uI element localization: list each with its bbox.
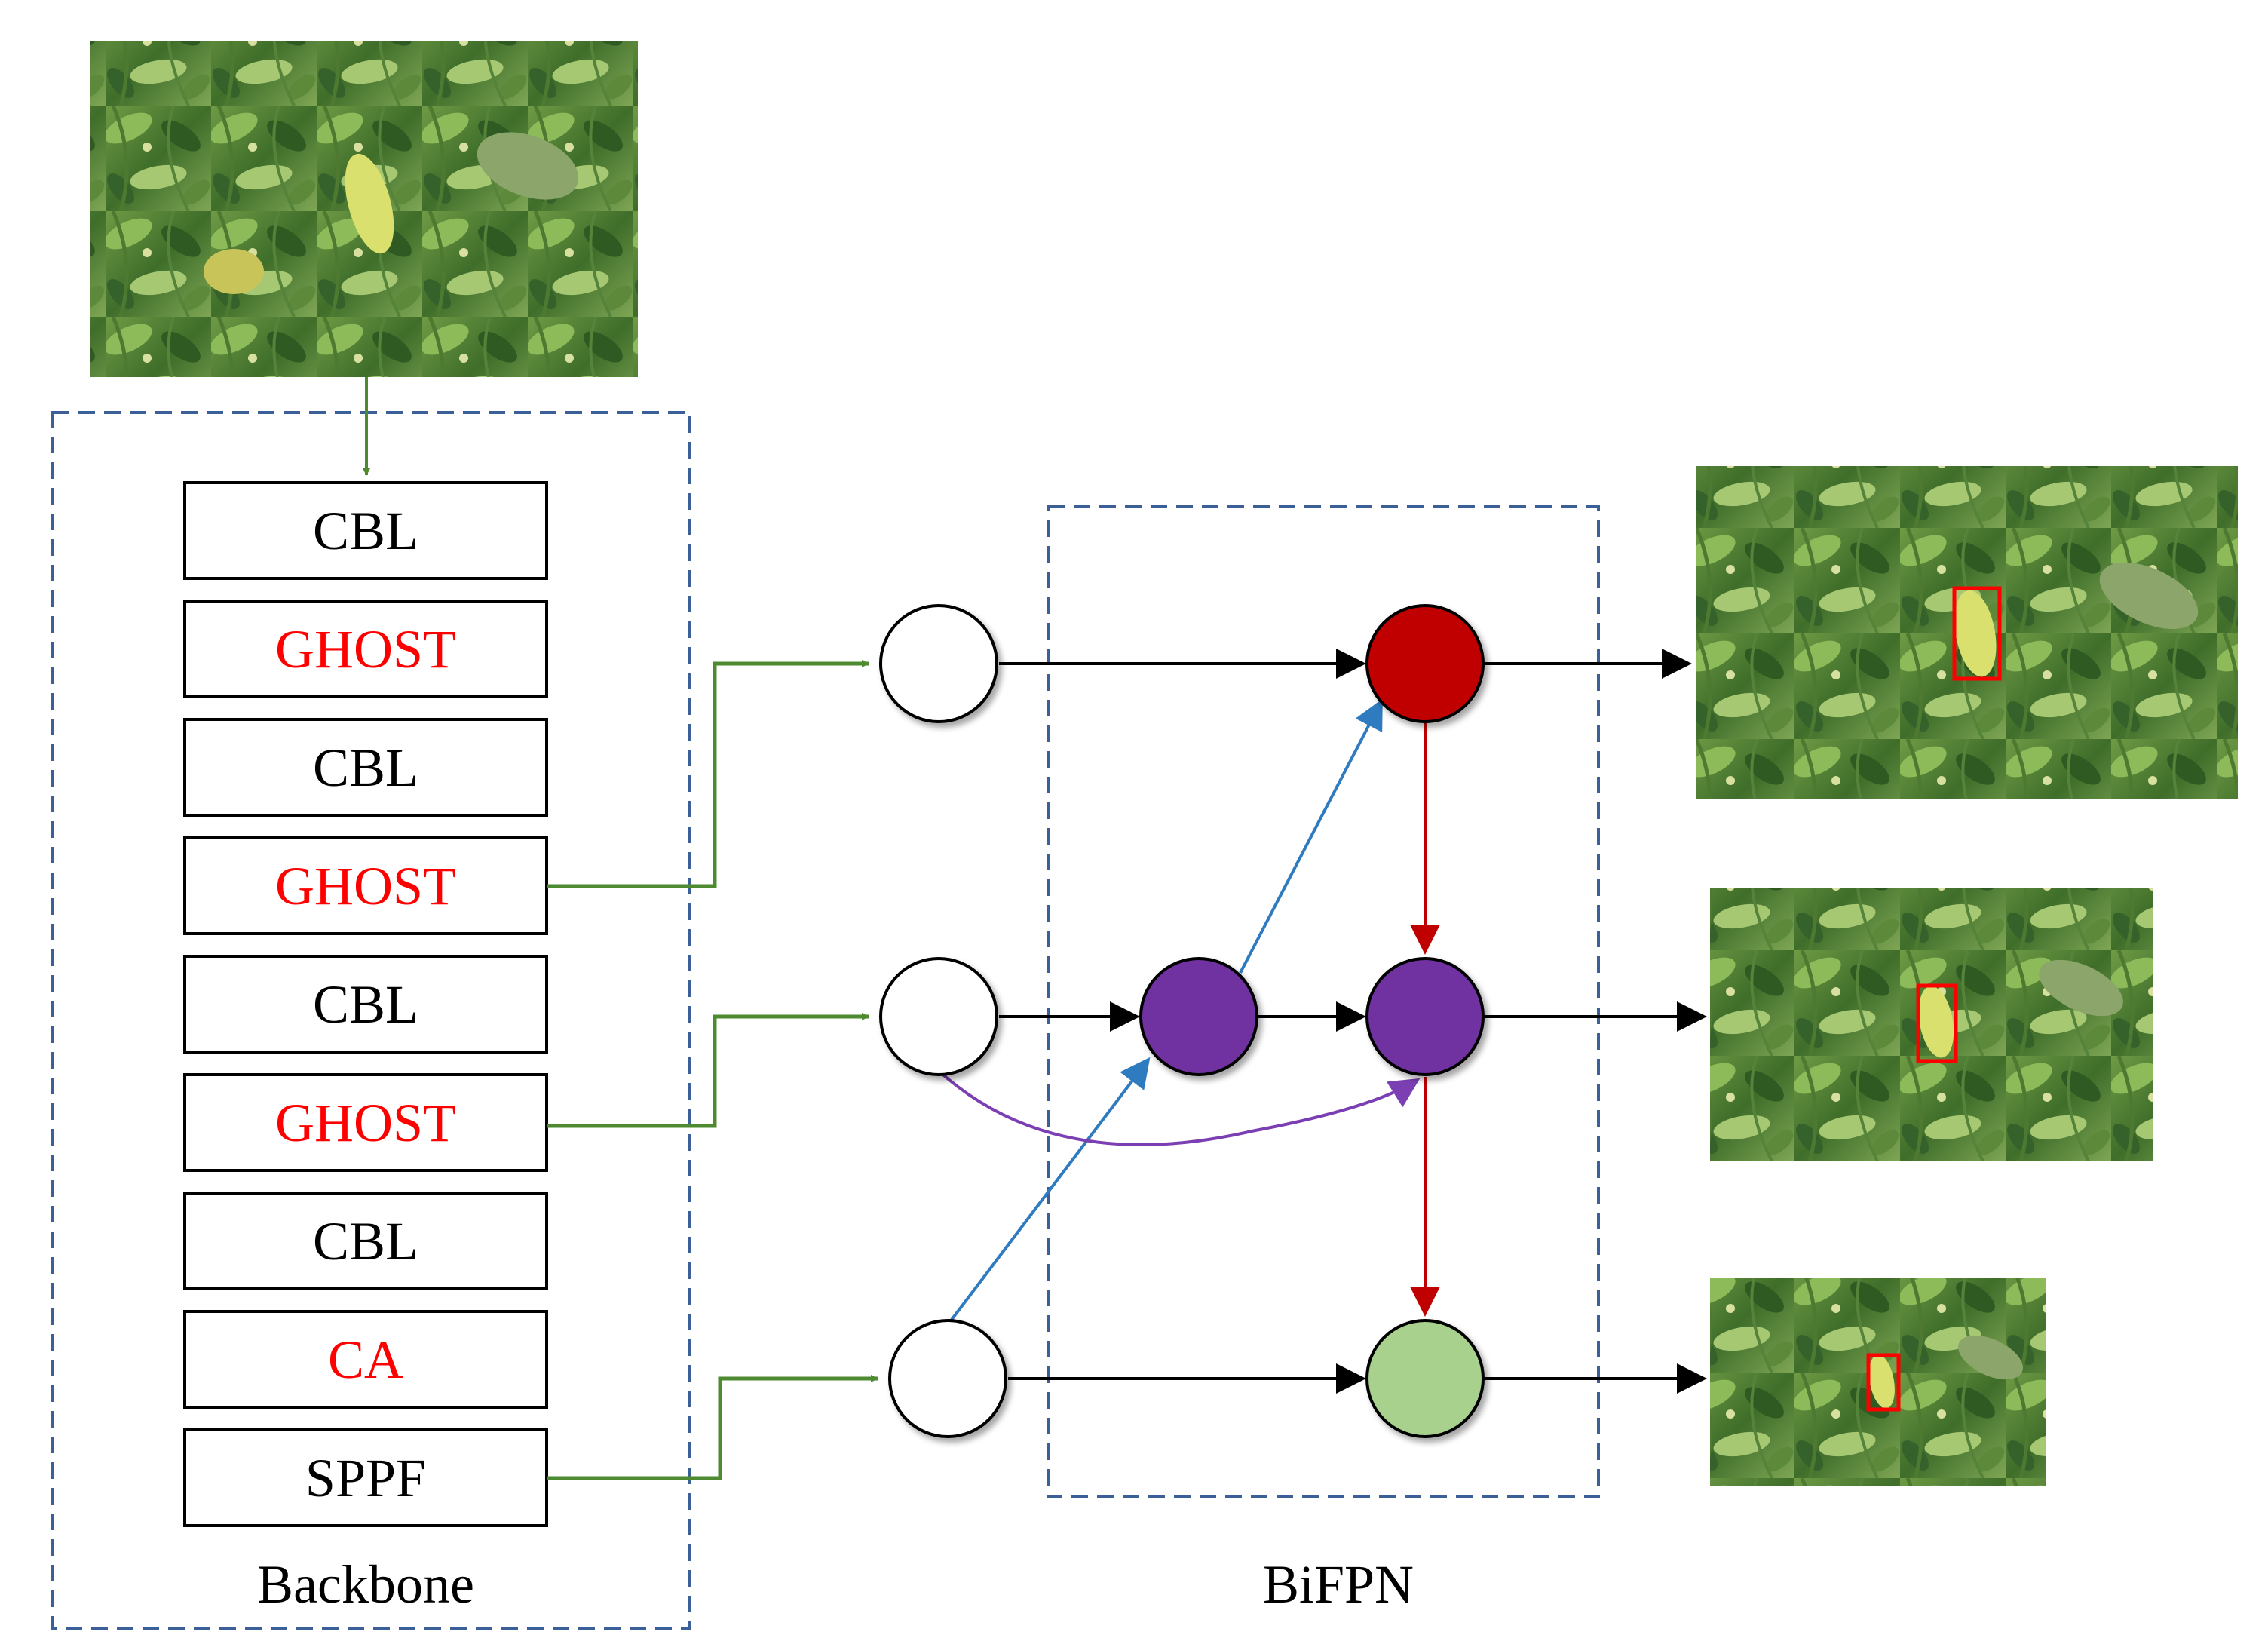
detection-output-small [1710,1278,2046,1486]
block-label: CA [328,1330,403,1390]
block-label: GHOST [275,856,456,916]
feed-arrow-bottom [547,1375,878,1480]
bifpn-label: BiFPN [1263,1554,1414,1615]
block-label: CBL [313,738,418,798]
backbone-block-cbl-4: CBL [183,1192,548,1290]
backbone-block-stack: CBL GHOST CBL GHOST CBL GHOST CBL CA [183,481,548,1527]
output-node-red [1365,604,1485,723]
block-label: CBL [313,501,418,561]
backbone-block-cbl-1: CBL [183,481,548,580]
detection-output-medium [1710,888,2153,1161]
block-label: GHOST [275,1093,456,1153]
up-arrow-mid-to-top [1239,698,1383,974]
backbone-block-cbl-3: CBL [183,955,548,1054]
backbone-block-ca: CA [183,1310,548,1409]
block-label: CBL [313,1211,418,1271]
backbone-block-sppf: SPPF [183,1428,548,1527]
input-node-bottom [888,1319,1007,1438]
output-node-purple [1365,957,1485,1076]
block-label: SPPF [305,1448,426,1508]
skip-connection-arrow [937,1069,1421,1146]
backbone-block-cbl-2: CBL [183,718,548,817]
up-arrow-bottom-to-mid [950,1057,1151,1321]
feed-arrow-middle [547,1013,869,1128]
intermediate-node-purple [1139,957,1258,1076]
backbone-label: Backbone [257,1554,474,1615]
detection-box [1952,586,2002,681]
feed-arrow-top [547,660,869,888]
input-image [90,41,638,377]
output-node-green [1365,1319,1485,1438]
backbone-block-ghost-3: GHOST [183,1073,548,1172]
detection-box [1916,983,1958,1063]
backbone-block-ghost-2: GHOST [183,836,548,935]
block-label: CBL [313,974,418,1035]
block-label: GHOST [275,619,456,679]
backbone-frame [51,411,691,1630]
input-node-top [879,604,998,723]
bifpn-frame [1047,505,1600,1498]
backbone-block-ghost-1: GHOST [183,600,548,698]
detection-box [1866,1353,1901,1412]
input-node-middle [879,957,998,1076]
detection-output-large [1696,466,2238,799]
